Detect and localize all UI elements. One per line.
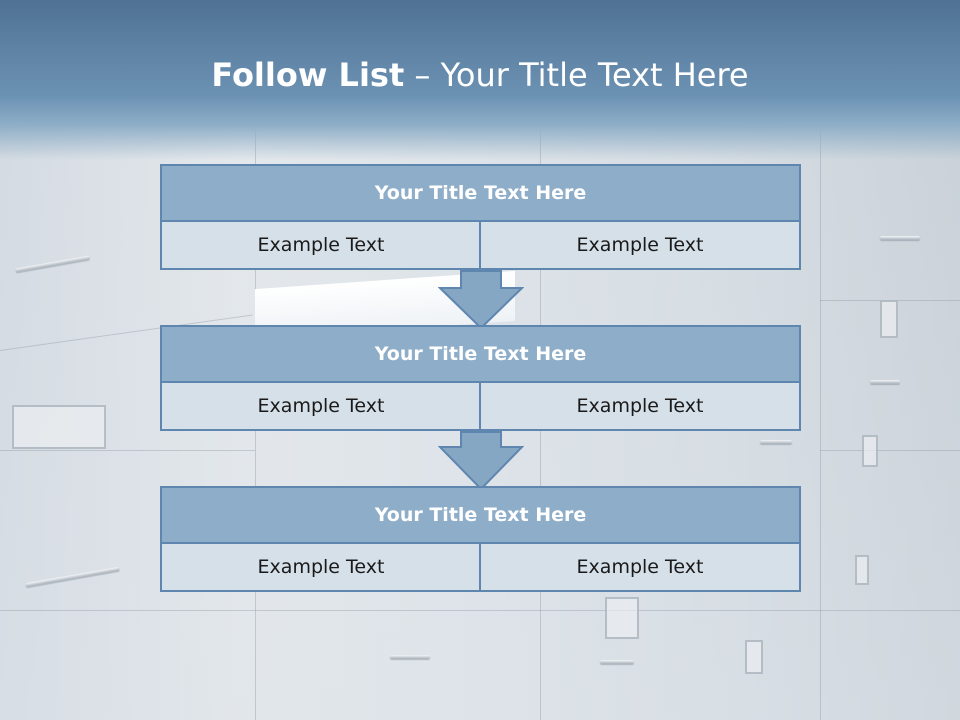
drawer-edge [820,450,960,451]
drawer-handle [600,660,634,664]
step-text-left: Example Text [160,542,482,592]
drawer-handle [760,440,792,444]
drawer-handle [870,380,900,384]
step-text-left: Example Text [160,381,482,431]
drawer-handle [25,566,120,588]
label-holder [12,405,106,449]
step-title: Your Title Text Here [160,164,801,222]
slide-title-strong: Follow List [211,56,405,94]
drawer-handle [880,236,920,240]
label-holder [880,300,898,338]
down-arrow-icon [438,270,524,330]
label-holder [605,597,639,639]
step-title: Your Title Text Here [160,486,801,544]
slide-title: Follow List – Your Title Text Here [0,56,960,94]
step-text-right: Example Text [479,220,801,270]
step-block-2: Your Title Text Here Example Text Exampl… [160,325,801,431]
step-block-3: Your Title Text Here Example Text Exampl… [160,486,801,592]
drawer-edge [0,450,255,451]
label-holder [855,555,869,585]
step-block-1: Your Title Text Here Example Text Exampl… [160,164,801,270]
label-holder [862,435,878,467]
drawer-handle [15,255,90,273]
drawer-edge [0,610,960,611]
label-holder [745,640,763,674]
title-band [0,0,960,160]
step-text-right: Example Text [479,381,801,431]
step-text-right: Example Text [479,542,801,592]
drawer-handle [390,655,430,659]
drawer-edge [820,130,821,720]
step-text-left: Example Text [160,220,482,270]
slide-title-rest: – Your Title Text Here [404,56,749,94]
step-title: Your Title Text Here [160,325,801,383]
down-arrow-icon [438,431,524,491]
